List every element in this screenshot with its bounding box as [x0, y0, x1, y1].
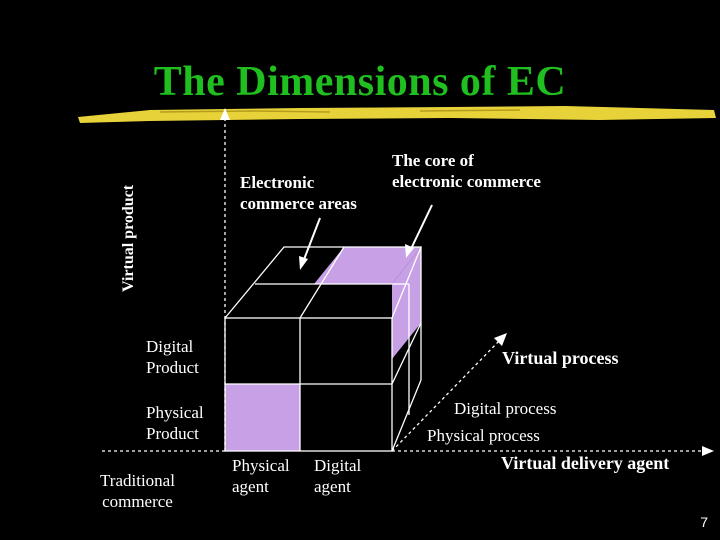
- diagonal-axis-label: Virtual process: [502, 348, 619, 368]
- core-label: The core of electronic commerce: [392, 151, 541, 191]
- slide-number: 7: [700, 514, 708, 530]
- physical-agent-label: Physical agent: [232, 456, 290, 496]
- slide-title: The Dimensions of EC: [153, 59, 567, 105]
- horizontal-axis-arrow: [702, 446, 714, 456]
- physical-process-label: Physical process: [427, 426, 540, 445]
- pointer-arrows: [302, 204, 433, 263]
- digital-agent-label: Digital agent: [314, 456, 362, 496]
- digital-process-label: Digital process: [454, 399, 557, 418]
- vertical-axis-arrow: [220, 108, 230, 120]
- vertical-axis-label: Virtual product: [120, 184, 137, 292]
- core-arrowhead: [405, 244, 414, 258]
- horizontal-axis-label: Virtual delivery agent: [501, 453, 670, 473]
- ec-areas-pointer: [302, 217, 321, 263]
- traditional-commerce-label: Traditional commerce: [100, 471, 175, 511]
- diagonal-axis: [391, 339, 501, 452]
- core-pointer: [409, 204, 433, 252]
- ec-areas-label: Electronic commerce areas: [240, 173, 357, 213]
- diagonal-axis-arrow: [494, 333, 507, 346]
- highlight-core-top-cell: [314, 247, 421, 284]
- cube-wireframe: [224, 246, 422, 452]
- ec-areas-arrowhead: [299, 256, 308, 270]
- highlight-core-side-cell: [392, 247, 421, 359]
- physical-product-label: Physical Product: [146, 403, 204, 443]
- highlight-physical-agent-cell: [225, 384, 300, 451]
- digital-product-label: Digital Product: [146, 337, 199, 377]
- axis-arrowheads: [220, 108, 714, 456]
- title-underline: [78, 106, 716, 123]
- axes: [100, 118, 705, 452]
